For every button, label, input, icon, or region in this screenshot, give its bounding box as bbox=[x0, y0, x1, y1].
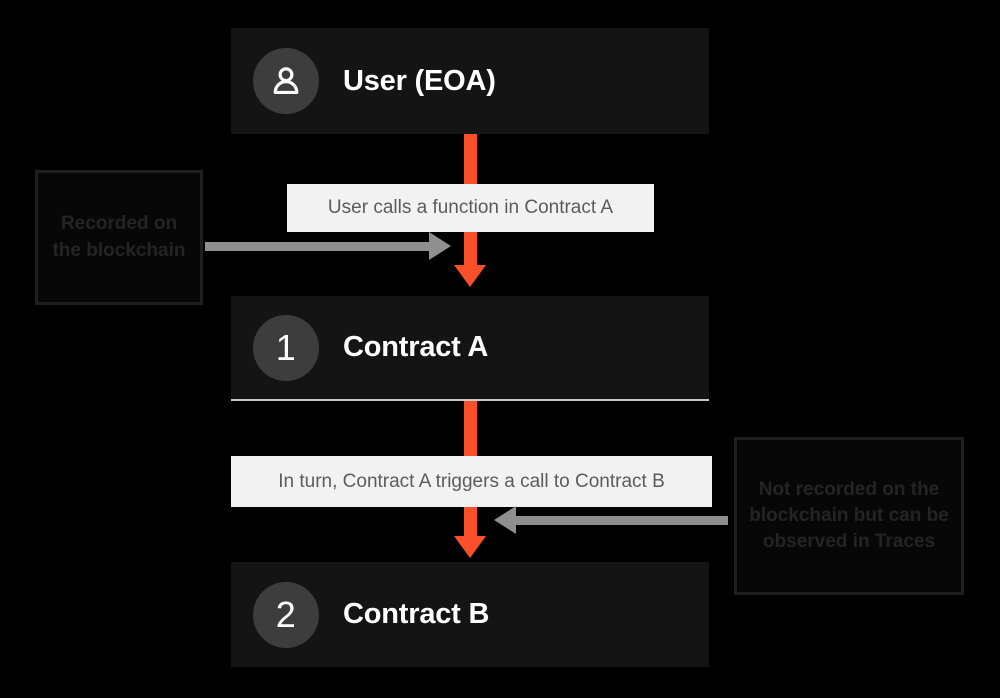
caption-user-to-a: User calls a function in Contract A bbox=[287, 184, 654, 232]
connector-a-to-b-shaft-lower bbox=[464, 507, 477, 538]
node-contract-a-label: Contract A bbox=[343, 331, 489, 363]
annotation-arrow-right-head bbox=[494, 506, 516, 534]
node-contract-a: 1 Contract A bbox=[231, 296, 709, 401]
step-badge-2-number: 2 bbox=[275, 593, 297, 635]
node-contract-b-label: Contract B bbox=[343, 598, 490, 630]
node-user-label: User (EOA) bbox=[343, 64, 496, 97]
node-contract-b: 2 Contract B bbox=[231, 562, 709, 667]
person-icon bbox=[253, 48, 319, 114]
node-user: User (EOA) bbox=[231, 28, 709, 134]
callout-not-recorded: Not recorded on the blockchain but can b… bbox=[734, 437, 964, 595]
step-badge-1: 1 bbox=[253, 314, 319, 381]
caption-a-to-b: In turn, Contract A triggers a call to C… bbox=[231, 456, 712, 507]
callout-recorded: Recorded on the blockchain bbox=[35, 170, 203, 305]
connector-user-to-a-shaft-lower bbox=[464, 232, 477, 267]
connector-user-to-a-arrowhead bbox=[454, 265, 486, 287]
connector-a-to-b-arrowhead bbox=[454, 536, 486, 558]
step-badge-2: 2 bbox=[253, 581, 319, 648]
connector-a-to-b-shaft-upper bbox=[464, 401, 477, 456]
person-icon-glyph bbox=[273, 67, 299, 94]
connector-user-to-a-shaft-upper bbox=[464, 134, 477, 184]
annotation-arrow-left-head bbox=[429, 232, 451, 260]
annotation-arrow-right-shaft bbox=[513, 516, 728, 525]
annotation-arrow-left-shaft bbox=[205, 242, 430, 251]
step-badge-1-number: 1 bbox=[275, 326, 297, 368]
